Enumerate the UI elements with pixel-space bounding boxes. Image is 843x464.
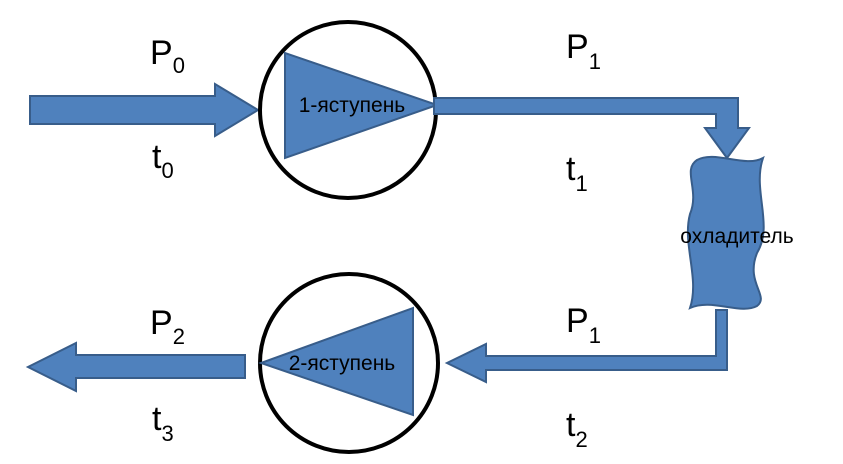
label-t3-sub: 3 — [161, 421, 173, 446]
label-t0-main: t — [152, 138, 162, 176]
label-p2-sub: 2 — [173, 324, 185, 349]
stage2-label: 2-яступень — [289, 352, 396, 375]
label-p1-top-main: P — [566, 28, 589, 66]
label-t2-main: t — [566, 406, 576, 444]
label-t2-sub: 2 — [575, 427, 587, 452]
inlet-arrow — [29, 82, 260, 138]
label-t1-main: t — [566, 150, 576, 188]
pipe-stage1-to-cooler — [433, 97, 751, 160]
label-p2: P2 — [150, 304, 185, 349]
label-t0-sub: 0 — [161, 158, 173, 183]
label-p1-bottom-sub: 1 — [589, 323, 601, 348]
label-t1-sub: 1 — [575, 171, 587, 196]
label-p0-sub: 0 — [173, 53, 185, 78]
label-p0: P0 — [150, 34, 185, 78]
label-t1: t1 — [566, 150, 588, 196]
cooler-label: охладитель — [680, 225, 793, 248]
label-t2: t2 — [566, 406, 588, 452]
label-t3: t3 — [152, 400, 174, 446]
outlet-arrow — [25, 341, 246, 393]
label-p1-top: P1 — [566, 28, 601, 74]
cooler-shape — [686, 155, 765, 310]
label-t0: t0 — [152, 138, 174, 183]
label-p1-bottom: P1 — [566, 302, 601, 348]
label-t3-main: t — [152, 400, 162, 438]
pipe-cooler-to-stage2 — [444, 309, 728, 384]
label-p2-main: P — [150, 304, 173, 342]
stage1-triangle — [284, 51, 441, 160]
stage1-label: 1-яступень — [299, 94, 406, 117]
label-p0-main: P — [150, 34, 173, 72]
label-p1-bottom-main: P — [566, 302, 589, 340]
label-p1-top-sub: 1 — [589, 49, 601, 74]
stage2-triangle — [257, 306, 414, 417]
